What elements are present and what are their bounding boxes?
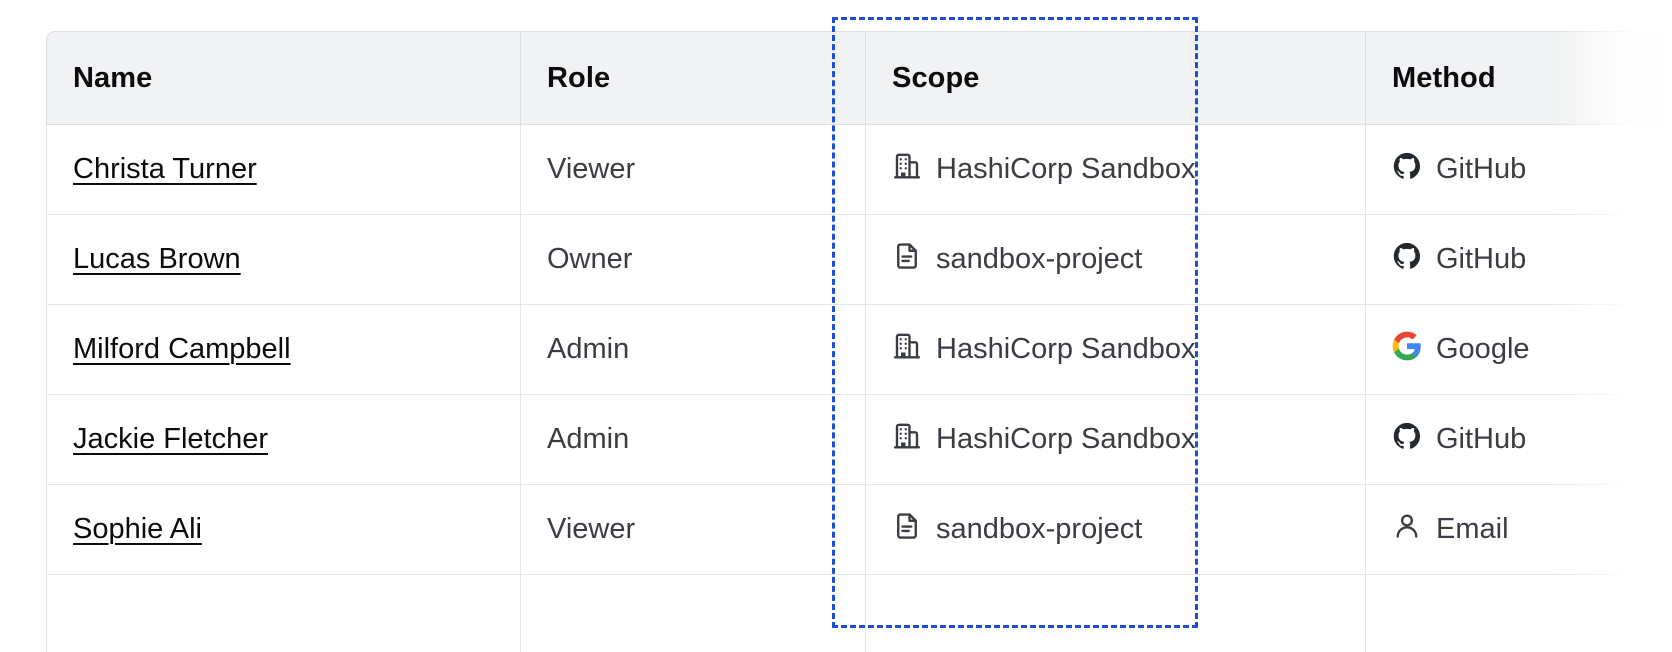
cell-role: Viewer [521, 485, 866, 575]
method-label: Google [1436, 333, 1530, 365]
user-icon [1392, 511, 1422, 549]
organization-icon [892, 331, 922, 369]
organization-icon [892, 151, 922, 189]
cell-role: Owner [521, 215, 866, 305]
cell-scope: HashiCorp Sandbox [866, 305, 1366, 395]
cell-scope: HashiCorp Sandbox [866, 395, 1366, 485]
scope-label: HashiCorp Sandbox [936, 423, 1196, 455]
table-header-row: Name Role Scope Method [46, 31, 1672, 125]
method-label: GitHub [1436, 153, 1527, 185]
document-icon [892, 241, 922, 279]
github-icon [1392, 151, 1422, 189]
cell-scope: sandbox-project [866, 485, 1366, 575]
table-row[interactable] [46, 575, 1672, 652]
cell-name [46, 575, 521, 652]
column-header-role[interactable]: Role [521, 31, 866, 125]
cell-name: Sophie Ali [46, 485, 521, 575]
cell-method: GitHub [1366, 125, 1672, 215]
method-label: GitHub [1436, 243, 1527, 275]
column-header-name[interactable]: Name [46, 31, 521, 125]
cell-name: Lucas Brown [46, 215, 521, 305]
scope-label: sandbox-project [936, 513, 1143, 545]
permissions-table: Name Role Scope Method Christa Turner Vi… [46, 31, 1672, 652]
user-name-link[interactable]: Jackie Fletcher [73, 423, 269, 455]
scope-label: HashiCorp Sandbox [936, 153, 1196, 185]
table-body: Christa Turner Viewer [46, 125, 1672, 652]
table-row[interactable]: Milford Campbell Admin [46, 305, 1672, 395]
cell-scope: sandbox-project [866, 215, 1366, 305]
cell-method: GitHub [1366, 215, 1672, 305]
cell-name: Jackie Fletcher [46, 395, 521, 485]
cell-scope: HashiCorp Sandbox [866, 125, 1366, 215]
document-icon [892, 511, 922, 549]
cell-name: Christa Turner [46, 125, 521, 215]
cell-method: Email [1366, 485, 1672, 575]
table-row[interactable]: Lucas Brown Owner [46, 215, 1672, 305]
table-row[interactable]: Jackie Fletcher Admin [46, 395, 1672, 485]
table-row[interactable]: Sophie Ali Viewer [46, 485, 1672, 575]
cell-role: Admin [521, 305, 866, 395]
github-icon [1392, 241, 1422, 279]
google-icon [1392, 331, 1422, 369]
cell-scope [866, 575, 1366, 652]
user-name-link[interactable]: Milford Campbell [73, 333, 291, 365]
table-header: Name Role Scope Method [46, 31, 1672, 125]
github-icon [1392, 421, 1422, 459]
permissions-table-container[interactable]: Name Role Scope Method Christa Turner Vi… [46, 31, 1672, 652]
user-name-link[interactable]: Sophie Ali [73, 513, 202, 545]
method-label: GitHub [1436, 423, 1527, 455]
cell-role [521, 575, 866, 652]
scope-label: sandbox-project [936, 243, 1143, 275]
cell-method [1366, 575, 1672, 652]
user-name-link[interactable]: Christa Turner [73, 153, 257, 185]
method-label: Email [1436, 513, 1509, 545]
scope-label: HashiCorp Sandbox [936, 333, 1196, 365]
column-header-scope[interactable]: Scope [866, 31, 1366, 125]
cell-role: Viewer [521, 125, 866, 215]
table-row[interactable]: Christa Turner Viewer [46, 125, 1672, 215]
cell-name: Milford Campbell [46, 305, 521, 395]
cell-method: GitHub [1366, 395, 1672, 485]
user-name-link[interactable]: Lucas Brown [73, 243, 241, 275]
cell-role: Admin [521, 395, 866, 485]
cell-method: Google [1366, 305, 1672, 395]
column-header-method[interactable]: Method [1366, 31, 1672, 125]
organization-icon [892, 421, 922, 459]
